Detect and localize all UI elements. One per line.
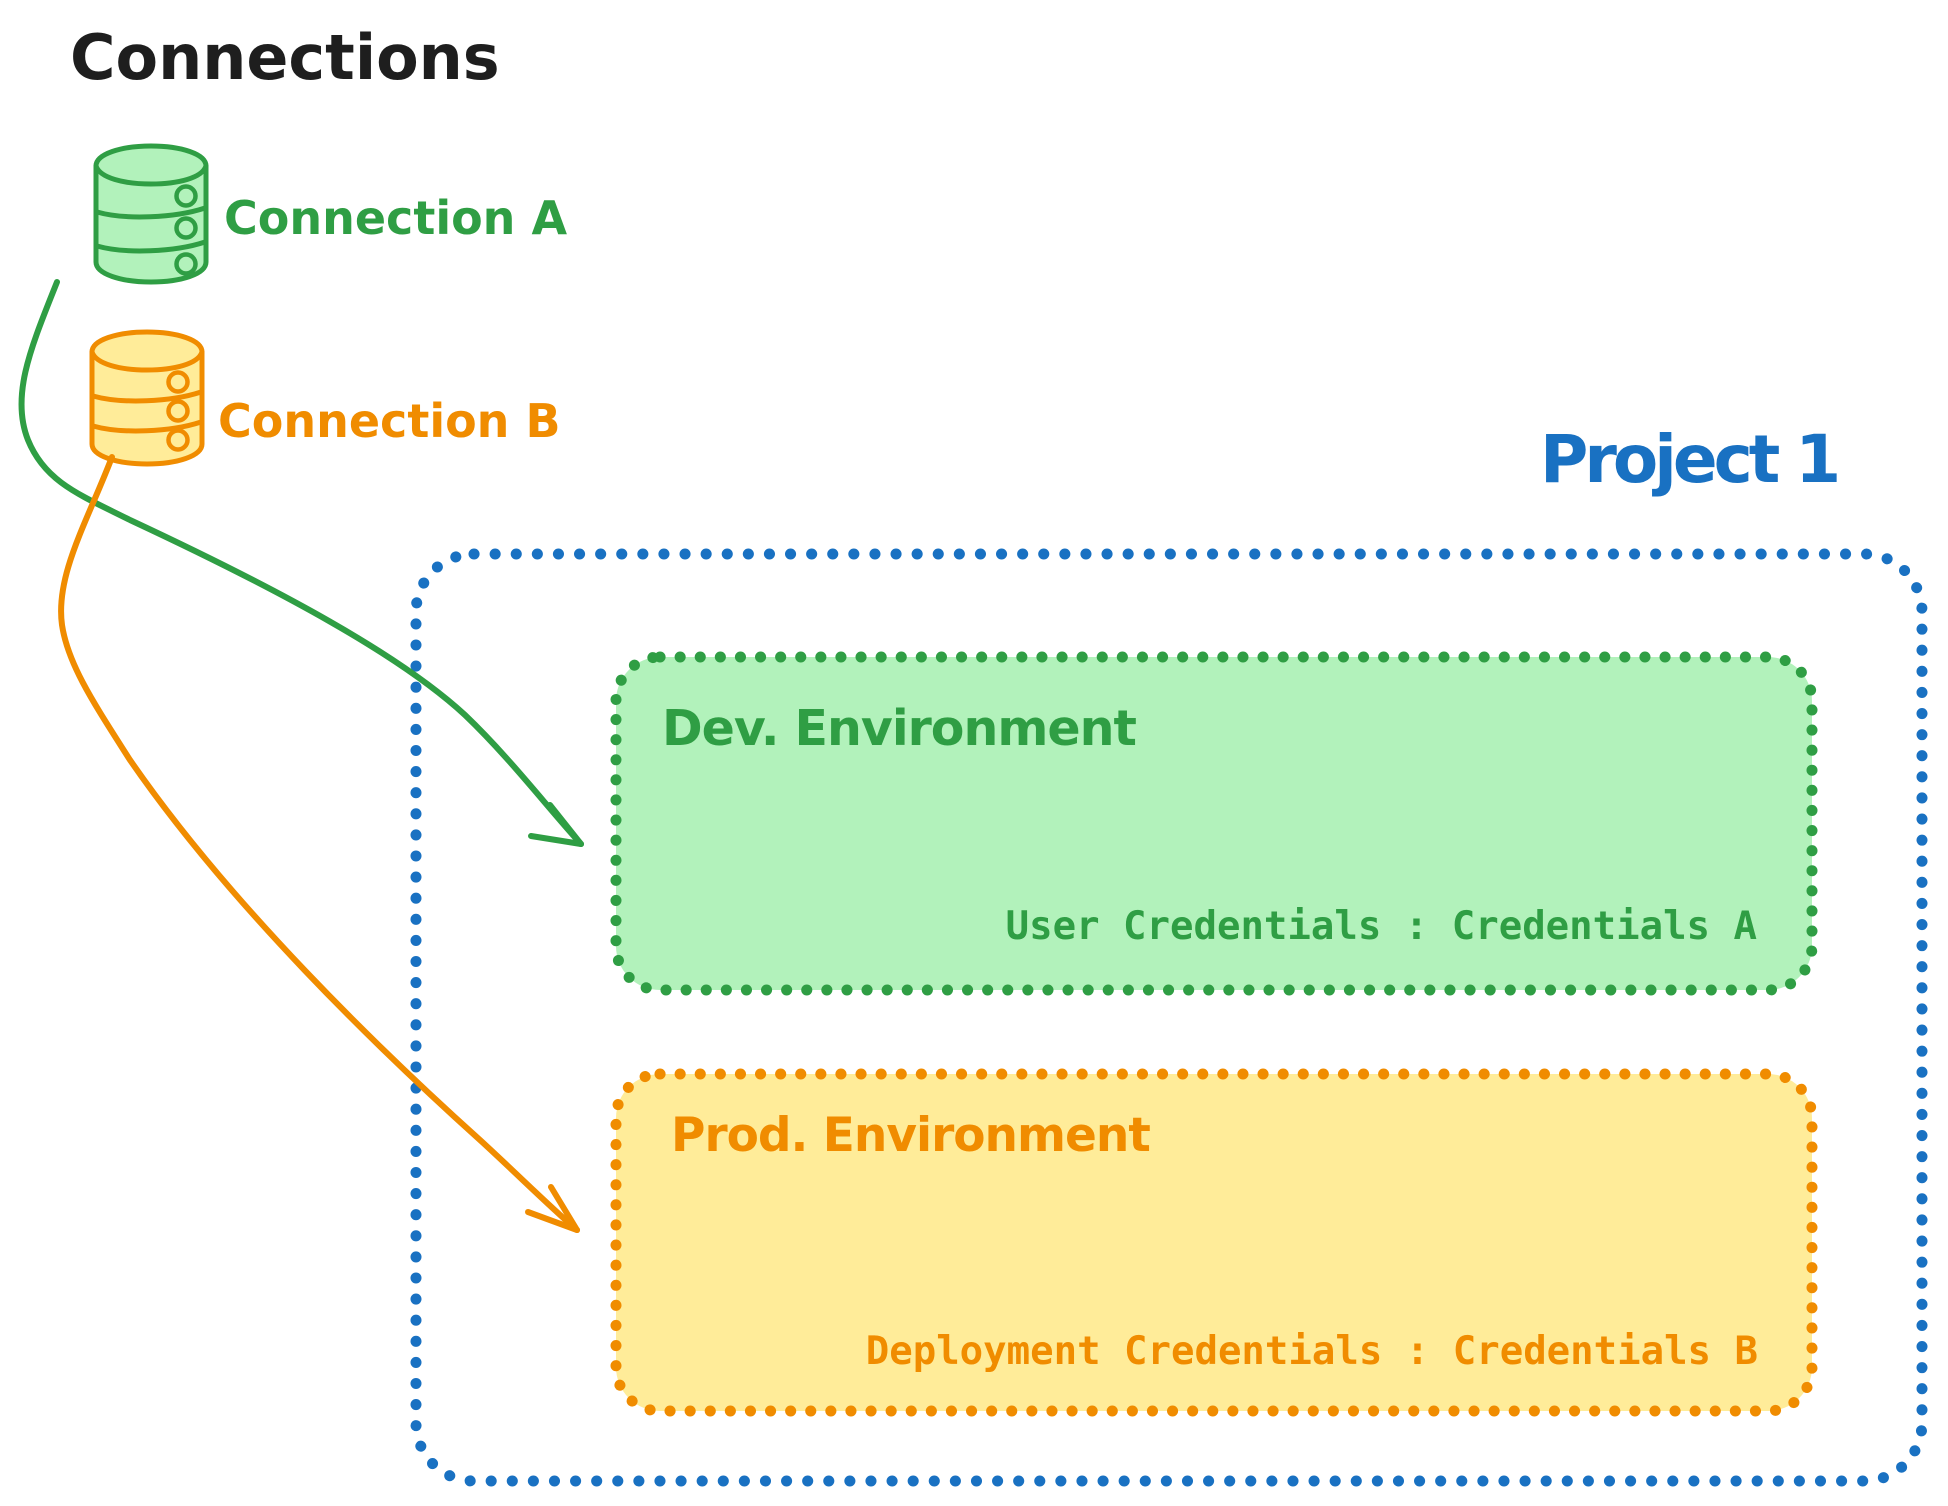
diagram-title: Connections: [70, 21, 500, 94]
arrowhead: [548, 1184, 580, 1233]
connection-b-label: Connection B: [218, 394, 561, 448]
connection-b-arrow: [58, 454, 580, 1233]
dev-environment-credentials: User Credentials : Credentials A: [1005, 904, 1757, 949]
arrowhead: [525, 1209, 580, 1233]
project-title: Project 1: [1540, 421, 1841, 498]
arrowhead: [547, 802, 584, 847]
connection-a-arrow: [18, 279, 584, 847]
dev-environment-title: Dev. Environment: [662, 700, 1137, 757]
database-icon: [89, 329, 205, 467]
prod-environment-box: [610, 1068, 1818, 1417]
prod-environment-credentials: Deployment Credentials : Credentials B: [865, 1329, 1758, 1374]
connection-a-label: Connection A: [224, 191, 568, 245]
database-icon: [93, 143, 209, 285]
arrowhead: [528, 833, 584, 847]
project-box-border: [410, 548, 1928, 1487]
dev-environment-box: [610, 651, 1818, 996]
prod-environment-title: Prod. Environment: [671, 1108, 1151, 1163]
